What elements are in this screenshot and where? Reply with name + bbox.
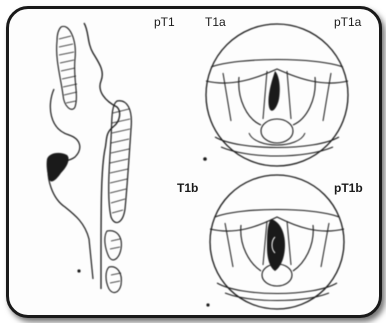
dot-marker-bottom [206,303,209,306]
thyroid-cartilage [109,101,132,223]
dot-marker-middle [203,157,207,161]
sagittal-larynx-section [47,23,132,292]
tumor-bottom [267,219,285,271]
figure-frame: pT1 T1a pT1a T1b pT1b [6,6,382,318]
cricoid-cartilage [105,231,122,260]
dot-marker [77,269,80,272]
larynx-drawing [9,9,379,315]
sagittal-tumor [47,153,69,182]
tumor-top [268,71,279,111]
laryngoscopic-view-t1a [206,24,348,166]
airway-outline [84,23,120,289]
tracheal-ring [106,267,121,293]
laryngoscopic-view-t1b [210,175,344,309]
thyroid-hatching [110,109,130,213]
